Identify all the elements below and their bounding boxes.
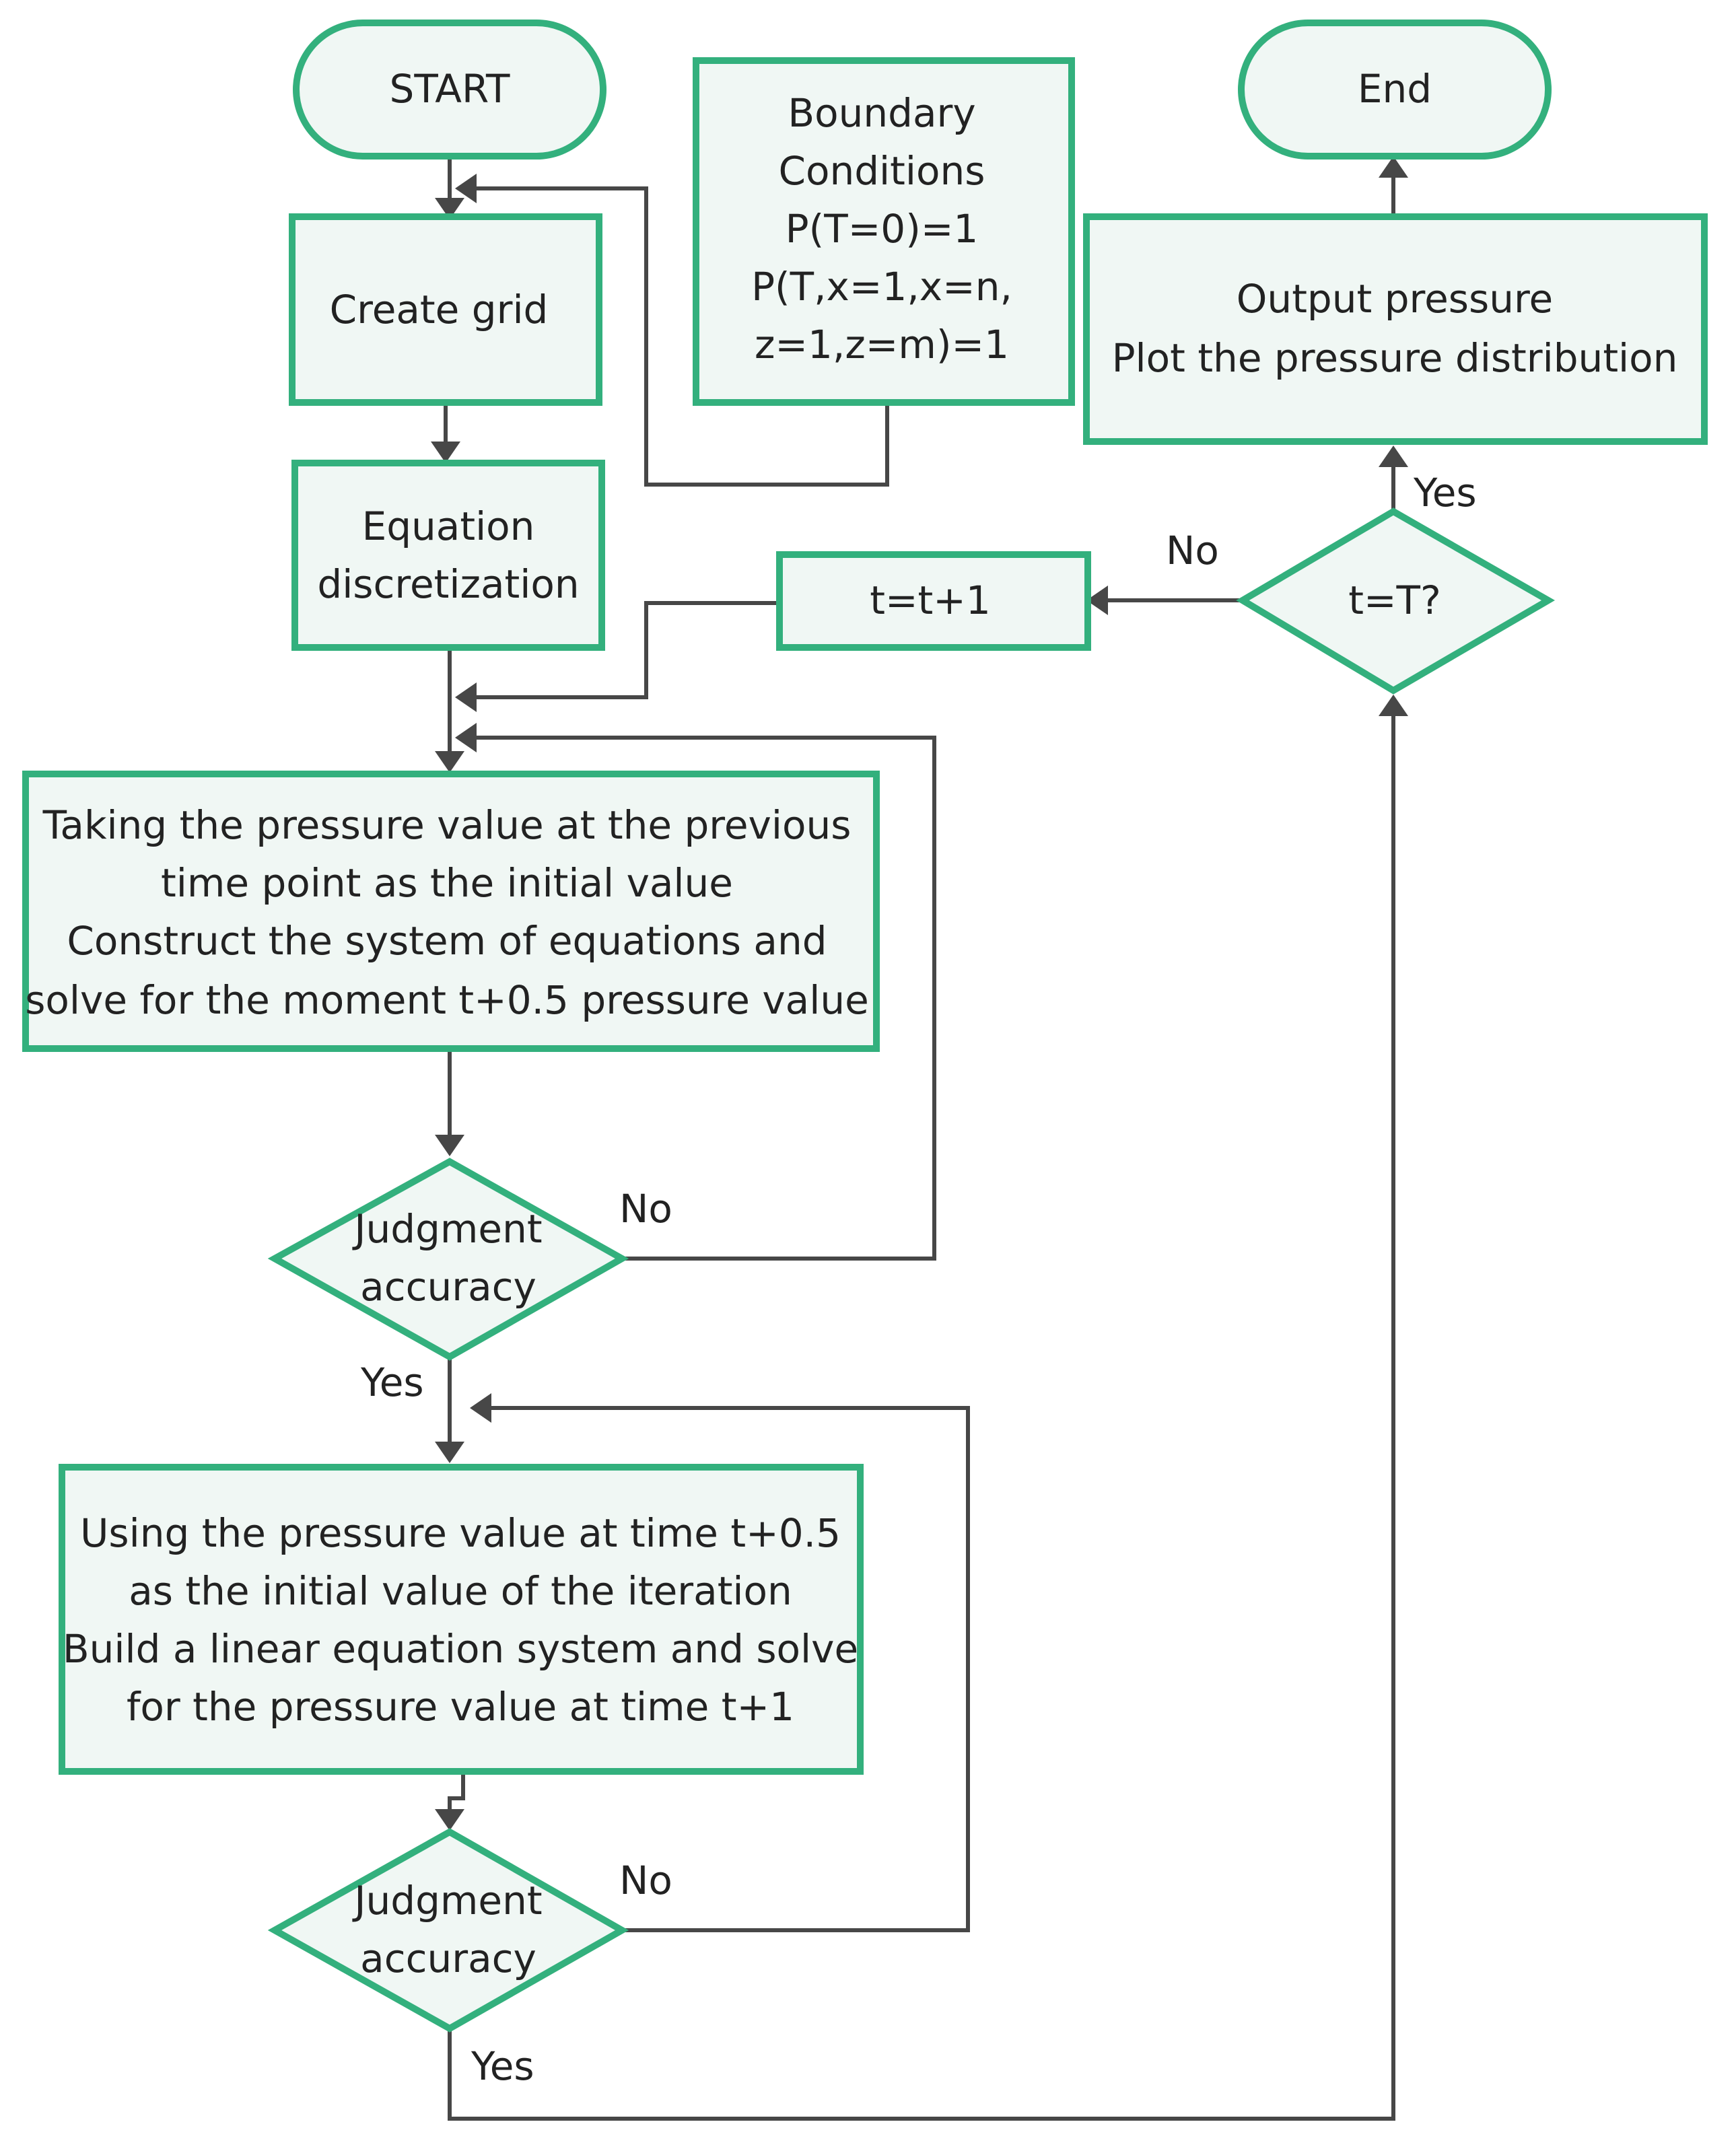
create-grid-node: Create grid [289, 213, 602, 406]
arrowhead [435, 1809, 464, 1831]
judge-accuracy-2-line-2: accuracy [360, 1936, 536, 1981]
arrowhead [435, 1135, 464, 1156]
judge-accuracy-1-line-2: accuracy [360, 1264, 536, 1310]
start-terminal-shape [293, 20, 606, 160]
step-full-node: Using the pressure value at time t+0.5 a… [59, 1464, 864, 1775]
time-check-yes-label: Yes [1413, 470, 1477, 516]
arrowhead [455, 682, 477, 712]
boundary-line-5: z=1,z=m)=1 [755, 322, 1009, 367]
judge1-no-label: No [619, 1186, 672, 1232]
step-half-line-4: solve for the moment t+0.5 pressure valu… [25, 977, 869, 1023]
arrowhead [1379, 156, 1408, 178]
judge-accuracy-1-line-1: Judgment [352, 1206, 542, 1252]
arrowhead [1379, 695, 1408, 716]
step-half-line-2: time point as the initial value [161, 860, 733, 906]
time-check-no-label: No [1166, 528, 1219, 573]
arrowhead [470, 1393, 491, 1423]
judge-accuracy-2-diamond [267, 1828, 629, 2033]
judge2-no-label: No [619, 1858, 672, 1903]
judge-accuracy-1-node: Judgment accuracy [267, 1158, 629, 1361]
increment-box [776, 551, 1091, 651]
start-node: START [293, 20, 606, 160]
step-full-line-2: as the initial value of the iteration [129, 1568, 792, 1614]
output-box [1083, 213, 1708, 445]
edge-increment-to-step-half [471, 601, 781, 699]
arrowhead [455, 174, 477, 203]
edge-judge1-no-loop [471, 736, 936, 1261]
arrowhead [455, 723, 477, 752]
step-full-line-4: for the pressure value at time t+1 [127, 1684, 794, 1730]
step-half-node: Taking the pressure value at the previou… [22, 771, 880, 1052]
judge-accuracy-1-diamond [267, 1158, 629, 1361]
discretization-node: Equation discretization [291, 460, 605, 651]
arrowhead [435, 1442, 464, 1463]
judge1-yes-label: Yes [360, 1360, 424, 1405]
create-grid-box [289, 213, 602, 406]
judge-accuracy-2-node: Judgment accuracy [267, 1828, 629, 2033]
discretization-line-1: Equation [362, 503, 535, 549]
discretization-line-2: discretization [317, 561, 579, 607]
judge2-yes-label: Yes [471, 2043, 534, 2089]
time-check-diamond [1236, 507, 1555, 695]
output-node: Output pressure Plot the pressure distri… [1083, 213, 1708, 445]
end-terminal-shape [1238, 20, 1552, 160]
step-half-box [22, 771, 880, 1052]
end-node: End [1238, 20, 1552, 160]
edge-judge2-yes-to-time-check [448, 713, 1395, 2121]
discretization-box [291, 460, 605, 651]
increment-label: t=t+1 [870, 577, 991, 623]
arrowhead [1379, 446, 1408, 467]
boundary-conditions-node: Boundary Conditions P(T=0)=1 P(T,x=1,x=n… [693, 57, 1075, 406]
output-line-2: Plot the pressure distribution [1112, 335, 1678, 381]
step-full-line-1: Using the pressure value at time t+0.5 [80, 1510, 841, 1556]
step-full-line-3: Build a linear equation system and solve [63, 1626, 858, 1672]
edge-judge2-no-loop [487, 1406, 970, 1932]
arrowhead [1086, 586, 1108, 615]
increment-node: t=t+1 [776, 551, 1091, 651]
edge-boundary-to-create-grid [471, 186, 889, 487]
step-half-line-3: Construct the system of equations and [67, 918, 827, 964]
time-check-node: t=T? [1236, 507, 1555, 695]
create-grid-label: Create grid [330, 287, 549, 332]
edge-step-full-to-judge2 [448, 1773, 465, 1813]
output-line-1: Output pressure [1237, 276, 1553, 322]
boundary-line-1: Boundary [788, 90, 975, 136]
boundary-line-3: P(T=0)=1 [786, 206, 979, 252]
arrowhead [435, 198, 464, 219]
arrowhead [431, 442, 460, 463]
boundary-line-4: P(T,x=1,x=n, [751, 264, 1012, 310]
boundary-conditions-box [693, 57, 1075, 406]
boundary-line-2: Conditions [779, 148, 985, 194]
start-label: START [390, 66, 510, 112]
step-full-box [59, 1464, 864, 1775]
end-label: End [1358, 66, 1432, 112]
time-check-label: t=T? [1348, 577, 1441, 623]
judge-accuracy-2-line-1: Judgment [352, 1878, 542, 1923]
step-half-line-1: Taking the pressure value at the previou… [42, 802, 852, 848]
arrowhead [435, 751, 464, 773]
